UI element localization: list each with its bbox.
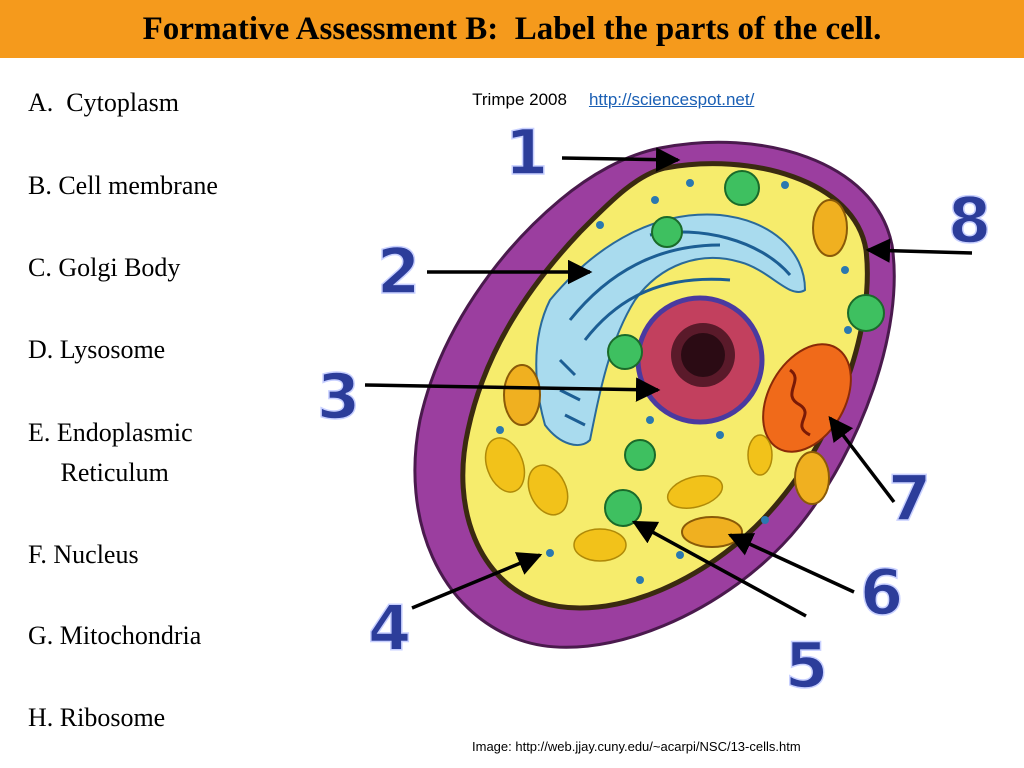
animal-cell	[413, 140, 896, 649]
answer-item-h: H. Ribosome	[28, 703, 166, 732]
image-source-caption: Image: http://web.jjay.cuny.edu/~acarpi/…	[472, 739, 801, 754]
number-label-7: 7	[888, 462, 931, 535]
arrow-7	[828, 416, 896, 504]
mitochondrion-top	[812, 199, 848, 257]
number-label-5: 5	[785, 629, 828, 702]
answer-item-e-cont: Reticulum	[28, 458, 169, 487]
arrow-8	[865, 238, 973, 263]
number-label-2: 2	[377, 235, 420, 308]
arrow-3	[364, 377, 661, 402]
mitochondrion-lower	[681, 516, 743, 548]
endoplasmic-reticulum	[535, 213, 807, 446]
answer-item-e: E. Endoplasmic	[28, 418, 193, 447]
pointer-arrows	[364, 147, 973, 618]
number-label-6: 6	[860, 556, 903, 629]
page-title: Formative Assessment B: Label the parts …	[142, 10, 882, 47]
answer-item-g: G. Mitochondria	[28, 621, 202, 650]
mitochondrion-right	[794, 451, 830, 505]
answer-item-a: A. Cytoplasm	[28, 88, 179, 117]
credit-line: Trimpe 2008 http://sciencespot.net/	[463, 70, 754, 110]
number-label-3: 3	[317, 360, 360, 433]
credit-author: Trimpe 2008	[472, 90, 567, 109]
number-label-4: 4	[368, 592, 411, 665]
number-label-1: 1	[505, 116, 548, 189]
answer-item-d: D. Lysosome	[28, 335, 166, 364]
number-label-8: 8	[948, 184, 991, 257]
arrow-1	[561, 147, 681, 172]
credit-link[interactable]: http://sciencespot.net/	[588, 90, 755, 109]
answer-item-f: F. Nucleus	[28, 540, 139, 569]
lysosome	[604, 489, 642, 527]
arrow-5	[631, 520, 807, 618]
arrow-4	[411, 552, 543, 610]
title-bar: Formative Assessment B: Label the parts …	[0, 0, 1024, 58]
answer-item-b: B. Cell membrane	[28, 171, 218, 200]
answer-item-c: C. Golgi Body	[28, 253, 181, 282]
arrow-6	[727, 533, 855, 594]
mitochondrion-left	[503, 364, 541, 426]
